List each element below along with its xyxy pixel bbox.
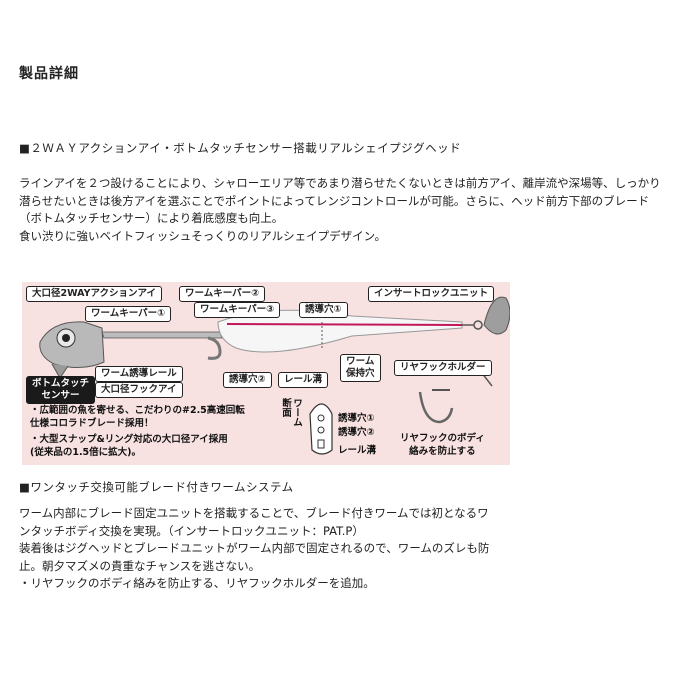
label-big-eye: 大口径2WAYアクションアイ xyxy=(26,286,163,302)
note-colorado-blade: ・広範囲の魚を寄せる、こだわりの#2.5高速回転 仕様コロラドブレード採用！ xyxy=(30,405,245,429)
label-insert-lock-unit: インサートロックユニット xyxy=(368,286,495,302)
label-worm-keeper-1: ワームキーパー① xyxy=(85,306,172,322)
section-heading-worm-system: ■ワンタッチ交換可能ブレード付きワームシステム xyxy=(19,480,294,494)
rear-hook-illustration xyxy=(418,367,493,424)
label-guide-hole-2: 誘導穴② xyxy=(223,372,272,388)
product-diagram: 大口径2WAYアクションアイ ワームキーパー① ワームキーパー② ワームキーパー… xyxy=(22,282,510,465)
note-rear-hook-tangle: リヤフックのボディ 絡みを防止する xyxy=(400,433,485,457)
label-worm-guide-rail: ワーム誘導レール xyxy=(95,366,183,382)
label-rail-groove: レール溝 xyxy=(278,372,329,388)
section-heading-jighead: ■２ＷＡＹアクションアイ・ボトムタッチセンサー搭載リアルシェイプジグヘッド xyxy=(19,141,462,155)
label-rear-hook-holder: リヤフックホルダー xyxy=(394,360,492,376)
note-big-eye: ・大型スナップ&リング対応の大口径アイ採用 (従来品の1.5倍に拡大)。 xyxy=(30,434,228,458)
label-worm-holding-hole: ワーム 保持穴 xyxy=(340,354,381,382)
label-guide-hole-1: 誘導穴① xyxy=(299,302,348,318)
cross-section-illustration xyxy=(309,403,333,455)
label-cs-guide-hole-1: 誘導穴① xyxy=(338,413,375,424)
label-bottom-touch-sensor: ボトムタッチ センサー xyxy=(26,376,96,404)
label-cs-guide-hole-2: 誘導穴② xyxy=(338,427,375,438)
label-worm-keeper-2: ワームキーパー② xyxy=(179,286,266,302)
label-big-hook-eye: 大口径フックアイ xyxy=(95,382,183,398)
section-body-jighead: ラインアイを２つ設けることにより、シャローエリア等であまり潜らせたくないときは前… xyxy=(19,176,661,243)
blade-illustration xyxy=(462,296,510,335)
label-cs-rail-groove: レール溝 xyxy=(338,445,377,456)
label-worm-keeper-3: ワームキーパー③ xyxy=(194,302,281,318)
section-body-worm-system: ワーム内部にブレード固定ユニットを搭載することで、ブレード付きワームでは初となる… xyxy=(19,506,490,590)
label-cross-section: ワーム 断面 xyxy=(280,398,302,427)
page-title: 製品詳細 xyxy=(19,66,79,82)
